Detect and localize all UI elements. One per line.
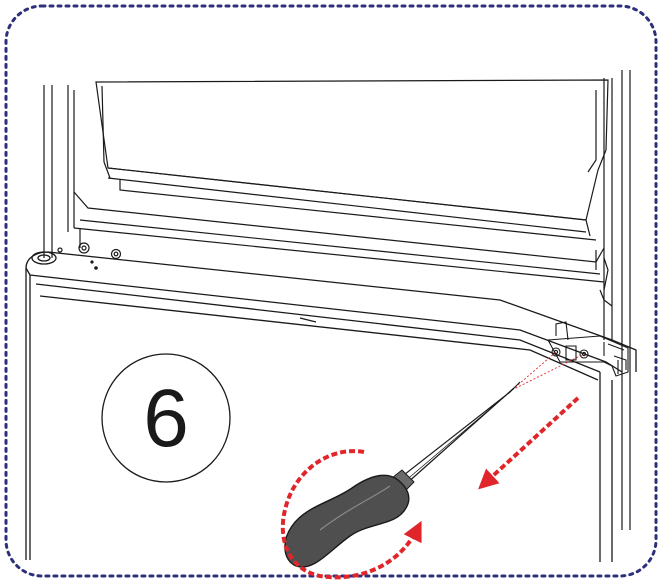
screwdriver-icon: [284, 381, 521, 568]
target-guide-lines: [511, 351, 585, 391]
top-hinge-screws: [57, 242, 122, 270]
rotation-arrow-icon: [280, 449, 422, 580]
step-circle: [101, 353, 231, 483]
direction-arrow-icon: [478, 396, 580, 490]
fridge-cabinet: [43, 70, 631, 530]
step-number-badge: 6: [101, 353, 231, 483]
hinge-icon: [547, 321, 629, 377]
step-number-label: 6: [143, 373, 189, 464]
dotted-frame: [4, 4, 658, 578]
